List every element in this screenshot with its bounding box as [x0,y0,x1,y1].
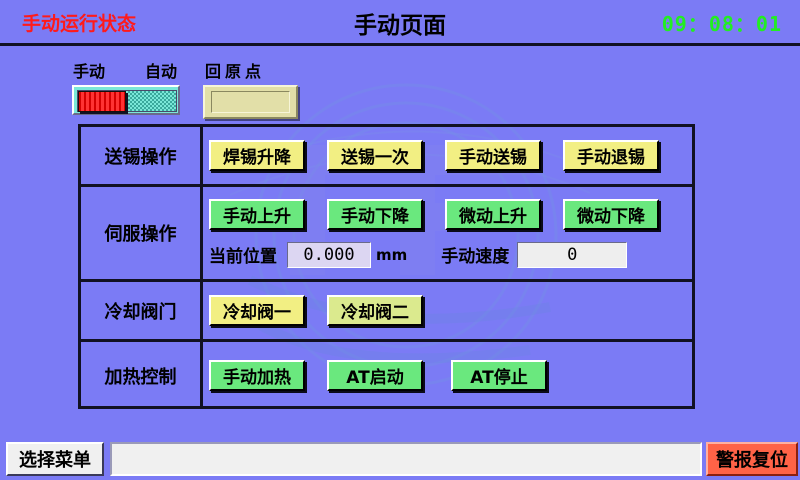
mode-label-manual: 手动 [73,62,106,81]
row-feed-operation: 送锡操作 焊锡升降 送锡一次 手动送锡 手动退锡 [81,127,692,187]
header-bar: 手动运行状态 手动页面 09：08：01 [0,0,800,44]
button-cooling-valve-2[interactable]: 冷却阀二 [327,295,423,326]
valve-button-line: 冷却阀一 冷却阀二 [209,295,686,326]
button-cooling-valve-1[interactable]: 冷却阀一 [209,295,305,326]
mode-label-auto: 自动 [144,62,177,81]
clock-display: 09：08：01 [661,12,782,36]
run-status-text: 手动运行状态 [22,13,137,35]
button-at-stop[interactable]: AT停止 [451,360,547,391]
button-at-start[interactable]: AT启动 [327,360,423,391]
row-label-servo: 伺服操作 [81,187,203,279]
row-servo-operation: 伺服操作 手动上升 手动下降 微动上升 微动下降 当前位置 0.000 mm 手… [81,187,692,282]
page-title: 手动页面 [354,13,446,39]
current-position-value[interactable]: 0.000 [287,241,371,268]
header-divider [0,43,800,46]
current-position-unit: mm [376,245,408,264]
feed-button-line: 焊锡升降 送锡一次 手动送锡 手动退锡 [209,140,686,171]
row-content-valve: 冷却阀一 冷却阀二 [203,282,692,339]
row-heating-control: 加热控制 手动加热 AT启动 AT停止 [81,342,692,409]
bottom-bar: 选择菜单 警报复位 [0,438,800,480]
row-cooling-valve: 冷却阀门 冷却阀一 冷却阀二 [81,282,692,342]
button-manual-retract-tin[interactable]: 手动退锡 [563,140,659,171]
manual-speed-value[interactable]: 0 [517,241,628,268]
row-content-feed: 焊锡升降 送锡一次 手动送锡 手动退锡 [203,127,692,184]
row-label-feed: 送锡操作 [81,127,203,184]
heat-button-line: 手动加热 AT启动 AT停止 [209,360,686,391]
mode-switch-group: 手动 自动 [72,58,180,115]
mode-switch-labels: 手动 自动 [72,58,178,82]
row-label-valve: 冷却阀门 [81,282,203,339]
servo-value-line: 当前位置 0.000 mm 手动速度 0 [209,241,686,268]
button-manual-up[interactable]: 手动上升 [209,198,305,230]
button-jog-up[interactable]: 微动上升 [445,198,541,230]
row-label-heat: 加热控制 [81,342,203,409]
manual-speed-label: 手动速度 [441,247,510,267]
button-solder-lift[interactable]: 焊锡升降 [209,140,305,171]
button-manual-heat[interactable]: 手动加热 [209,360,305,391]
select-menu-button[interactable]: 选择菜单 [6,442,104,476]
home-position-button-inner [211,91,290,113]
home-position-button[interactable] [203,85,298,119]
row-content-heat: 手动加热 AT启动 AT停止 [203,342,692,409]
toggle-knob[interactable] [78,91,126,112]
home-position-group: 回原点 [203,58,298,119]
button-manual-down[interactable]: 手动下降 [327,198,423,230]
servo-button-line: 手动上升 手动下降 微动上升 微动下降 [209,198,686,230]
button-manual-feed-tin[interactable]: 手动送锡 [445,140,541,171]
current-position-label: 当前位置 [209,247,277,267]
button-jog-down[interactable]: 微动下降 [563,198,659,230]
manual-auto-toggle-switch[interactable] [72,85,180,115]
control-panel: 送锡操作 焊锡升降 送锡一次 手动送锡 手动退锡 伺服操作 手动上升 手动下降 … [78,124,695,409]
message-display [110,442,702,476]
row-content-servo: 手动上升 手动下降 微动上升 微动下降 当前位置 0.000 mm 手动速度 0 [203,187,692,279]
button-feed-tin-once[interactable]: 送锡一次 [327,140,423,171]
home-position-label: 回原点 [205,62,266,81]
alarm-reset-button[interactable]: 警报复位 [706,442,798,476]
